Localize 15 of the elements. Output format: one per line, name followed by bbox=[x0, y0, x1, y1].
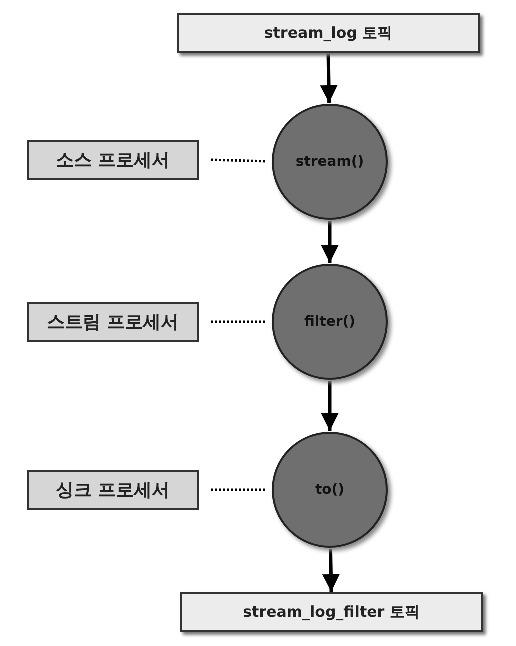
processor-label-box: 스트림 프로세서 bbox=[27, 302, 199, 342]
arrow bbox=[322, 548, 340, 592]
processor-label-box: 소스 프로세서 bbox=[27, 140, 199, 180]
processor-circle: to() bbox=[272, 432, 388, 548]
processor-label-box: 싱크 프로세서 bbox=[27, 470, 199, 510]
dotted-connector bbox=[211, 320, 265, 324]
processor-circle: filter() bbox=[272, 264, 388, 380]
dotted-connector bbox=[211, 488, 265, 492]
dotted-connector bbox=[210, 158, 266, 163]
arrow bbox=[321, 381, 339, 431]
arrow bbox=[320, 52, 338, 104]
processor-circle: stream() bbox=[272, 104, 388, 220]
arrow bbox=[321, 221, 339, 263]
topic-box: stream_log 토픽 bbox=[177, 13, 480, 53]
topic-box: stream_log_filter 토픽 bbox=[180, 592, 483, 632]
